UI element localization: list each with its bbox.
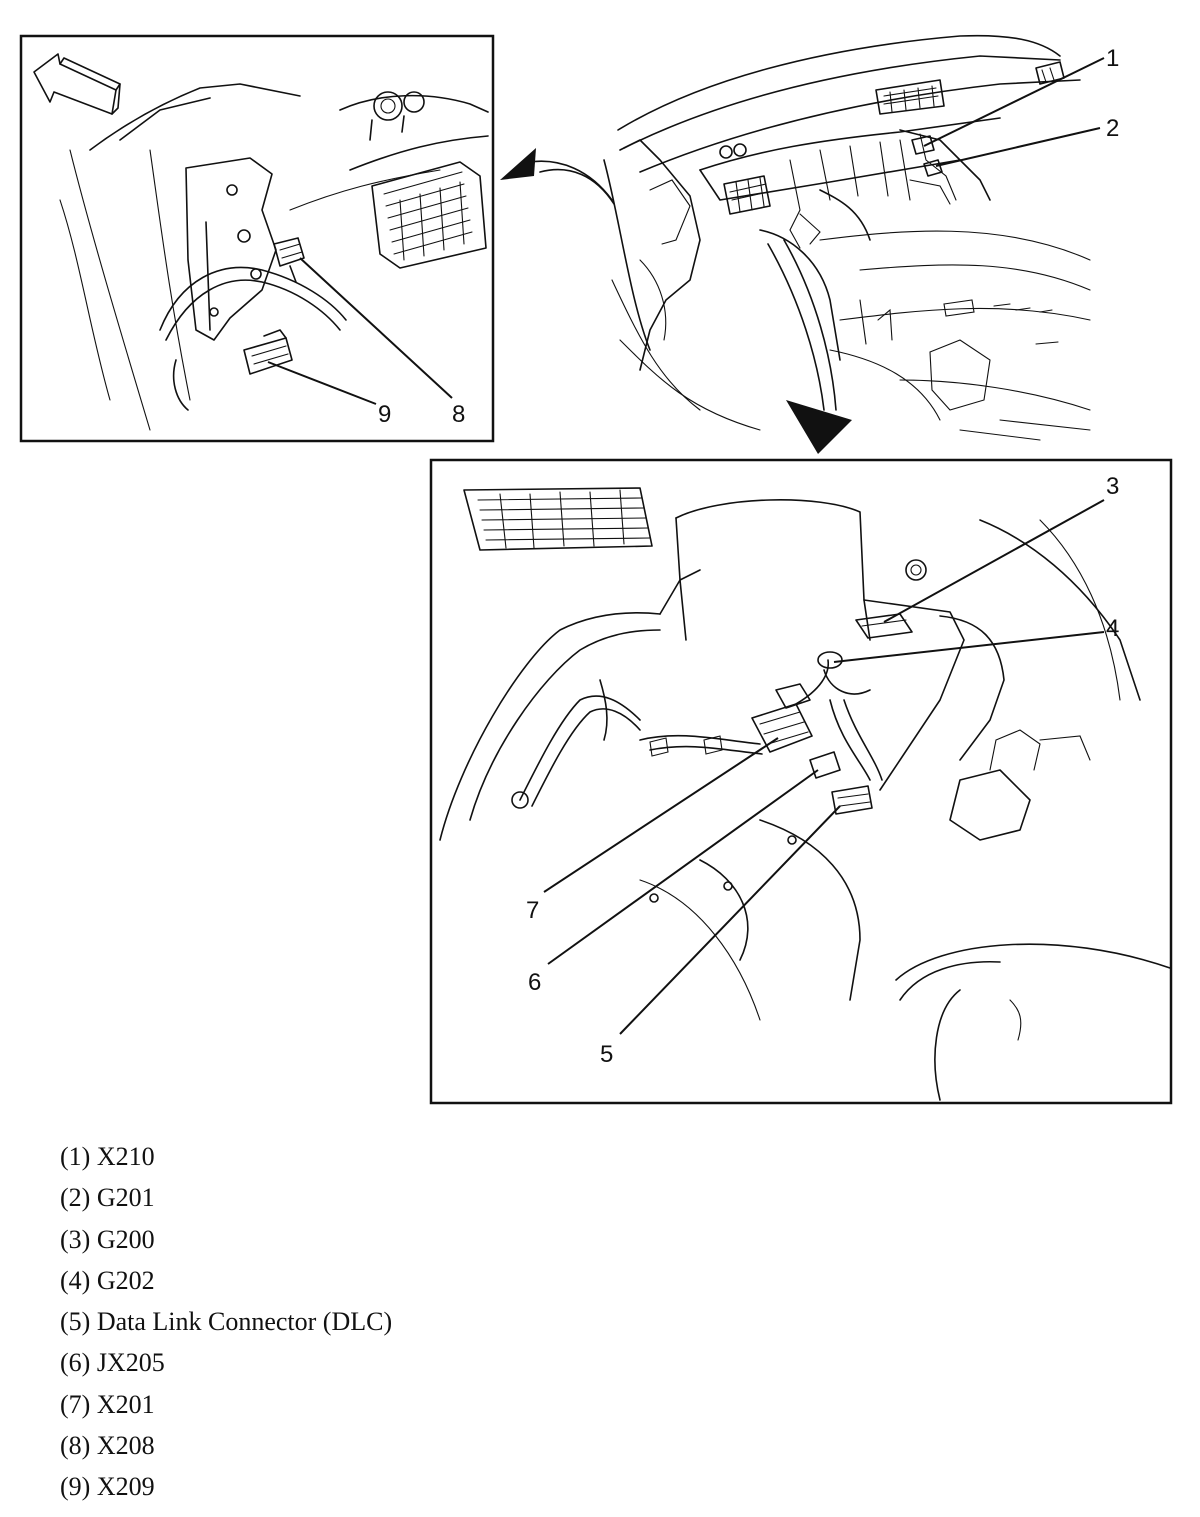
- legend-item: (4) G202: [60, 1265, 155, 1295]
- overview-instrument-panel: 1 2: [500, 34, 1119, 454]
- ground-g200-detail: [855, 613, 913, 639]
- leader-3: [883, 499, 1105, 623]
- legend-item: (1) X210: [60, 1142, 155, 1171]
- legend-item: (3) G200: [60, 1224, 155, 1254]
- legend-item: (7) X201: [60, 1389, 155, 1419]
- legend-item: (9) X209: [60, 1472, 155, 1502]
- callout-6: 6: [528, 969, 541, 996]
- detail-view-left-kick-panel: 9 8: [19, 34, 495, 443]
- callout-4: 4: [1106, 615, 1119, 642]
- ground-g202-detail: [817, 651, 871, 695]
- callout-8: 8: [452, 401, 465, 428]
- legend-item: (8) X208: [60, 1431, 155, 1461]
- leader-5: [619, 805, 841, 1035]
- legend-item: (5) Data Link Connector (DLC): [60, 1307, 393, 1337]
- legend-item: (2) G201: [60, 1183, 155, 1213]
- leader-9: [267, 361, 377, 405]
- callout-9: 9: [378, 401, 391, 428]
- data-link-connector-detail: [831, 785, 873, 815]
- connector-x209-detail: [243, 329, 293, 375]
- forward-arrow-icon: [33, 53, 121, 115]
- component-legend: (1) X210 (2) G201 (3) G200 (4) G202 (5) …: [60, 1136, 392, 1508]
- callout-2: 2: [1106, 115, 1119, 142]
- air-vent-left-detail: [371, 161, 487, 269]
- callout-3: 3: [1106, 473, 1119, 500]
- curved-arrow-to-bottom-detail-icon: [767, 239, 852, 454]
- leader-7: [543, 737, 779, 893]
- component-locator-diagram: 9 8: [19, 34, 1173, 1105]
- leader-4: [833, 631, 1105, 663]
- connector-x201-detail: [751, 703, 813, 753]
- callout-5: 5: [600, 1041, 613, 1068]
- connector-x208-detail: [273, 237, 305, 283]
- leader-1: [923, 57, 1105, 147]
- air-vent-bottom-detail: [463, 487, 653, 551]
- callout-1: 1: [1106, 45, 1119, 72]
- leader-2: [935, 127, 1101, 167]
- callout-7: 7: [526, 897, 539, 924]
- detail-view-under-dash: 3 4 7 6 5: [429, 458, 1173, 1105]
- leader-8: [299, 257, 453, 399]
- curved-arrow-to-left-detail-icon: [500, 148, 615, 205]
- leader-6: [547, 769, 819, 965]
- legend-item: (6) JX205: [60, 1348, 165, 1378]
